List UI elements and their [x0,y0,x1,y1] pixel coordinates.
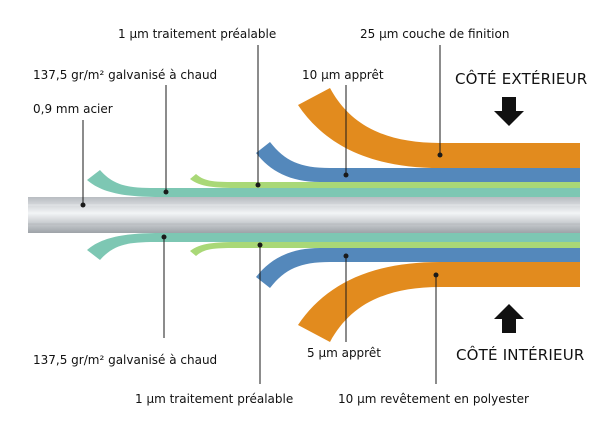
label-primer-top: 10 µm apprêt [302,68,384,82]
label-primer-bottom: 5 µm apprêt [307,346,381,360]
label-pretreatment-top: 1 µm traitement préalable [118,27,277,41]
arrow-up-icon [494,304,524,333]
leader-dots [80,152,443,278]
label-exterior-side: CÔTÉ EXTÉRIEUR [455,70,588,88]
arrow-down-icon [494,97,524,126]
label-interior-side: CÔTÉ INTÉRIEUR [456,346,585,364]
pretreatment-bottom [190,242,580,256]
label-galvanized-top: 137,5 gr/m² galvanisé à chaud [33,68,218,82]
steel-core [28,197,580,233]
label-steel: 0,9 mm acier [33,102,113,116]
finish-coat-top [298,88,580,168]
primer-top [256,142,580,182]
label-galvanized-bottom: 137,5 gr/m² galvanisé à chaud [33,353,218,367]
label-polyester-bottom: 10 µm revêtement en polyester [338,392,529,406]
galvanized-top [87,170,580,197]
label-pretreatment-bottom: 1 µm traitement préalable [135,392,294,406]
galvanized-bottom [87,233,580,260]
primer-bottom [256,248,580,288]
polyester-bottom [298,262,580,342]
pretreatment-top [190,174,580,188]
label-finish-coat-top: 25 µm couche de finition [360,27,510,41]
leader-lines [82,45,441,384]
